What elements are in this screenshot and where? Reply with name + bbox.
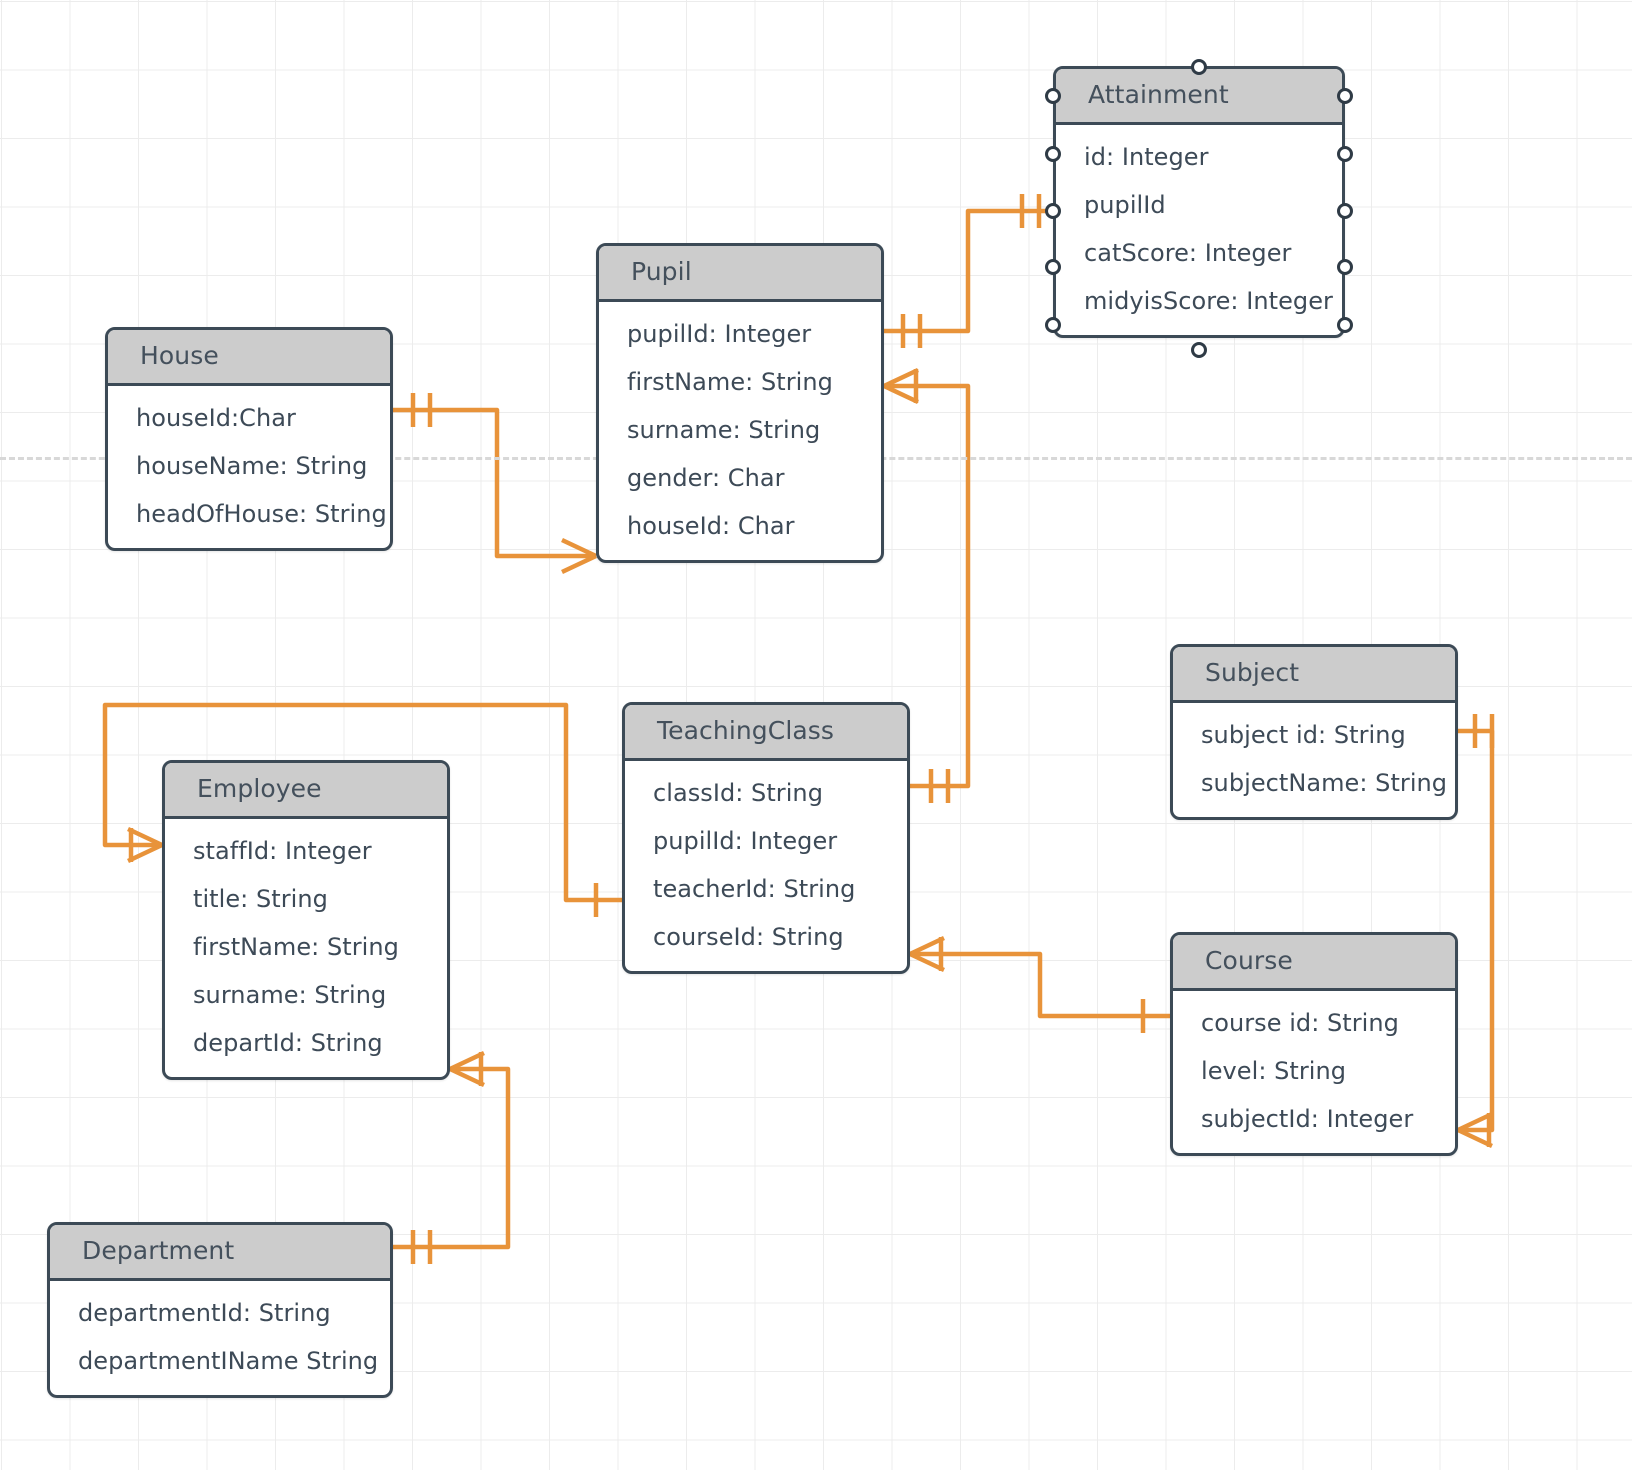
attribute-row[interactable]: subjectId: Integer xyxy=(1201,1105,1414,1133)
entity-house-attributes: houseId:Char houseName: String headOfHou… xyxy=(108,386,390,548)
attribute-row[interactable]: catScore: Integer xyxy=(1084,239,1292,267)
entity-attainment-attributes: id: Integer pupilId catScore: Integer mi… xyxy=(1056,125,1342,335)
entity-pupil-attributes: pupilId: Integer firstName: String surna… xyxy=(599,302,881,560)
entity-attainment[interactable]: Attainment id: Integer pupilId catScore:… xyxy=(1053,66,1345,338)
attribute-row[interactable]: departmentId: String xyxy=(78,1299,331,1327)
entity-employee[interactable]: Employee staffId: Integer title: String … xyxy=(162,760,450,1080)
attribute-row[interactable]: houseId: Char xyxy=(627,512,795,540)
connector-department-employee xyxy=(393,1066,511,1250)
attribute-row[interactable]: classId: String xyxy=(653,779,823,807)
attribute-row[interactable]: surname: String xyxy=(627,416,821,444)
anchor-handle-left-attr-1[interactable] xyxy=(1045,203,1061,219)
entity-employee-attributes: staffId: Integer title: String firstName… xyxy=(165,819,447,1077)
attribute-row[interactable]: level: String xyxy=(1201,1057,1347,1085)
attribute-row[interactable]: departId: String xyxy=(193,1029,383,1057)
attribute-row[interactable]: teacherId: String xyxy=(653,875,856,903)
attribute-row[interactable]: subjectName: String xyxy=(1201,769,1448,797)
crowsfoot-pupil-teachingclass xyxy=(883,367,919,405)
attribute-row[interactable]: firstName: String xyxy=(627,368,833,396)
anchor-handle-left-attr-0[interactable] xyxy=(1045,146,1061,162)
entity-course[interactable]: Course course id: String level: String s… xyxy=(1170,932,1458,1156)
attribute-row[interactable]: houseId:Char xyxy=(136,404,296,432)
anchor-handle-right-attr-3[interactable] xyxy=(1337,317,1353,333)
attribute-row[interactable]: id: Integer xyxy=(1084,143,1209,171)
entity-attainment-title: Attainment xyxy=(1056,69,1342,125)
connector-subject-course xyxy=(1458,728,1495,1133)
attribute-row[interactable]: pupilId xyxy=(1084,191,1166,219)
anchor-handle-right-title[interactable] xyxy=(1337,88,1353,104)
attribute-row[interactable]: midyisScore: Integer xyxy=(1084,287,1333,315)
entity-subject-attributes: subject id: String subjectName: String xyxy=(1173,703,1455,817)
entity-course-title: Course xyxy=(1173,935,1455,991)
entity-pupil[interactable]: Pupil pupilId: Integer firstName: String… xyxy=(596,243,884,563)
attribute-row[interactable]: staffId: Integer xyxy=(193,837,372,865)
anchor-handle-right-attr-2[interactable] xyxy=(1337,259,1353,275)
entity-house-title: House xyxy=(108,330,390,386)
entity-house[interactable]: House houseId:Char houseName: String hea… xyxy=(105,327,393,551)
anchor-handle-right-attr-0[interactable] xyxy=(1337,146,1353,162)
attribute-row[interactable]: gender: Char xyxy=(627,464,785,492)
entity-teachingclass-attributes: classId: String pupilId: Integer teacher… xyxy=(625,761,907,971)
entity-department[interactable]: Department departmentId: String departme… xyxy=(47,1222,393,1398)
entity-department-title: Department xyxy=(50,1225,390,1281)
resize-handle-bottom[interactable] xyxy=(1191,342,1207,358)
attribute-row[interactable]: course id: String xyxy=(1201,1009,1399,1037)
attribute-row[interactable]: departmentIName String xyxy=(78,1347,379,1375)
crowsfoot-pupil-house xyxy=(561,537,597,575)
entity-employee-title: Employee xyxy=(165,763,447,819)
entity-pupil-title: Pupil xyxy=(599,246,881,302)
attribute-row[interactable]: title: String xyxy=(193,885,328,913)
entity-course-attributes: course id: String level: String subjectI… xyxy=(1173,991,1455,1153)
entity-teachingclass-title: TeachingClass xyxy=(625,705,907,761)
anchor-handle-left-attr-3[interactable] xyxy=(1045,317,1061,333)
crowsfoot-employee-teachingclass xyxy=(127,826,163,864)
attribute-row[interactable]: surname: String xyxy=(193,981,387,1009)
attribute-row[interactable]: firstName: String xyxy=(193,933,399,961)
attribute-row[interactable]: pupilId: Integer xyxy=(653,827,838,855)
attribute-row[interactable]: courseId: String xyxy=(653,923,844,951)
attribute-row[interactable]: subject id: String xyxy=(1201,721,1406,749)
crowsfoot-teachingclass-course xyxy=(909,935,945,973)
attribute-row[interactable]: headOfHouse: String xyxy=(136,500,387,528)
anchor-handle-left-title[interactable] xyxy=(1045,88,1061,104)
resize-handle-top[interactable] xyxy=(1191,59,1207,75)
attribute-row[interactable]: houseName: String xyxy=(136,452,368,480)
connector-pupil-attainment xyxy=(884,208,1053,334)
anchor-handle-right-attr-1[interactable] xyxy=(1337,203,1353,219)
connector-teachingclass-course xyxy=(910,951,1170,1019)
crowsfoot-employee-dept xyxy=(449,1050,485,1088)
entity-subject-title: Subject xyxy=(1173,647,1455,703)
entity-teachingclass[interactable]: TeachingClass classId: String pupilId: I… xyxy=(622,702,910,974)
anchor-handle-left-attr-2[interactable] xyxy=(1045,259,1061,275)
entity-subject[interactable]: Subject subject id: String subjectName: … xyxy=(1170,644,1458,820)
crowsfoot-course-subject xyxy=(1457,1111,1493,1149)
connector-house-pupil xyxy=(393,407,596,559)
attribute-row[interactable]: pupilId: Integer xyxy=(627,320,812,348)
entity-department-attributes: departmentId: String departmentIName Str… xyxy=(50,1281,390,1395)
